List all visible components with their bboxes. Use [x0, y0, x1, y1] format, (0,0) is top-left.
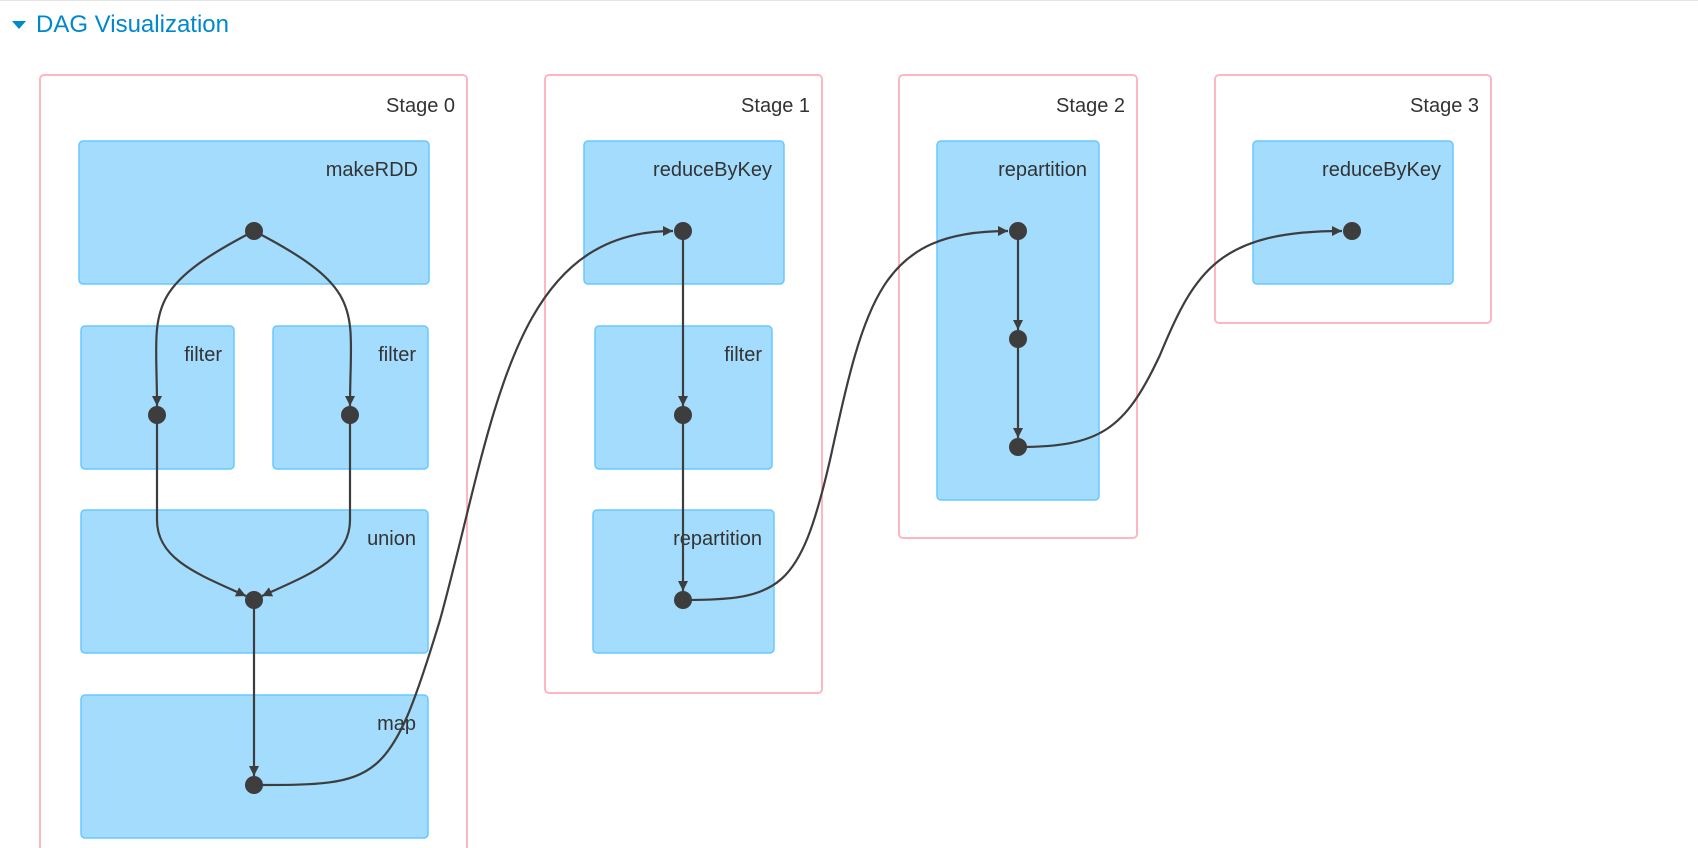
edge-makerdd-to-filter-left: [151, 230, 255, 407]
operation-reducebykey-stage1-label: reduceByKey: [653, 159, 772, 181]
rdd-node-filter-left[interactable]: [148, 406, 166, 424]
edge-repartition-to-repartition: [682, 226, 1009, 602]
operation-repartition-stage1-label: repartition: [673, 528, 762, 550]
stage-2-label: Stage 2: [1056, 95, 1125, 117]
stage-2-box: [898, 74, 1138, 539]
rdd-node-reducebykey-stage1[interactable]: [674, 222, 692, 240]
caret-down-icon: [12, 21, 26, 29]
stage-1-label: Stage 1: [741, 95, 810, 117]
operation-reducebykey-stage3-box: [1252, 140, 1454, 285]
edge-filter-left-to-union: [155, 415, 247, 598]
operation-repartition-stage2-label: repartition: [998, 159, 1087, 181]
operation-reducebykey-stage3-label: reduceByKey: [1322, 159, 1441, 181]
rdd-node-union[interactable]: [245, 591, 263, 609]
rdd-node-repartition-stage2-a[interactable]: [1009, 222, 1027, 240]
rdd-node-makerdd[interactable]: [245, 222, 263, 240]
operation-makerdd[interactable]: makeRDD: [78, 140, 430, 285]
rdd-node-repartition-stage2-c[interactable]: [1009, 438, 1027, 456]
dag-visualization-toggle[interactable]: DAG Visualization: [12, 10, 229, 40]
edges: [151, 226, 1343, 787]
stage-0-box: [39, 74, 468, 848]
section-title: DAG Visualization: [36, 11, 229, 38]
operation-reducebykey-stage3[interactable]: reduceByKey: [1252, 140, 1454, 285]
top-divider: [0, 0, 1698, 1]
edge-repartition-to-reducebykey: [1017, 226, 1343, 449]
edge-filter-right-to-union: [261, 415, 352, 598]
rdd-node-map[interactable]: [245, 776, 263, 794]
operation-filter-right-label: filter: [378, 344, 416, 366]
stage-1-box: [544, 74, 823, 694]
operation-union-label: union: [367, 528, 416, 550]
rdd-node-repartition-stage1[interactable]: [674, 591, 692, 609]
rdd-node-reducebykey-stage3[interactable]: [1343, 222, 1361, 240]
rdd-node-repartition-stage2-b[interactable]: [1009, 330, 1027, 348]
edge-map-to-reducebykey: [253, 226, 674, 787]
operation-filter-stage1-label: filter: [724, 344, 762, 366]
rdd-node-filter-right[interactable]: [341, 406, 359, 424]
stage-0-label: Stage 0: [386, 95, 455, 117]
operation-map-label: map: [377, 713, 416, 735]
stage-3-label: Stage 3: [1410, 95, 1479, 117]
operation-makerdd-label: makeRDD: [326, 159, 418, 181]
rdd-nodes: [148, 222, 1361, 794]
operation-reducebykey-stage1[interactable]: reduceByKey: [583, 140, 785, 285]
stage-3-box: [1214, 74, 1492, 324]
operation-makerdd-box: [78, 140, 430, 285]
rdd-node-filter-stage1[interactable]: [674, 406, 692, 424]
edge-makerdd-to-filter-right: [253, 230, 356, 407]
stage-3: Stage 3 reduceByKey: [1214, 74, 1492, 324]
operation-filter-left-label: filter: [184, 344, 222, 366]
